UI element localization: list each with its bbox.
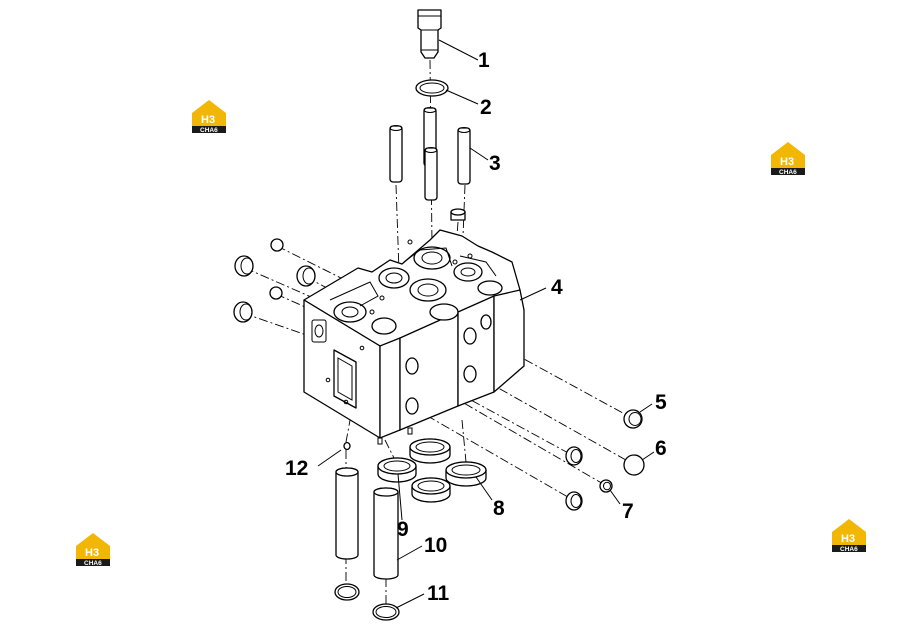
part-12-pin: [343, 441, 351, 451]
top-plug: [450, 208, 466, 221]
callout-1: 1: [478, 49, 490, 72]
logo-mark: H3: [201, 114, 215, 126]
part-7-small-ring: [599, 479, 613, 493]
part-9-seat-ring: [377, 457, 417, 483]
logo-text: CHA6: [200, 127, 218, 134]
part-8-seat-rings: [409, 438, 487, 503]
part-3-valve-guides: [389, 107, 471, 201]
callout-9: 9: [397, 518, 409, 541]
part-2-o-ring: [415, 79, 449, 97]
house-logo-icon: H3 CHA6: [832, 519, 866, 553]
part-1-sleeve: [417, 9, 442, 59]
side-plugs-right: [565, 446, 583, 511]
logo-text: CHA6: [779, 169, 797, 176]
logo-mark: H3: [841, 533, 855, 545]
callout-5: 5: [655, 391, 667, 414]
callout-12: 12: [285, 457, 308, 480]
logo-mark: H3: [780, 156, 794, 168]
logo-mark: H3: [85, 547, 99, 559]
left-side-plugs: [233, 238, 316, 323]
part-6-cap: [623, 454, 645, 476]
logo-text: CHA6: [84, 560, 102, 567]
part-4-cylinder-head: [303, 229, 525, 445]
part-5-plug: [623, 409, 643, 429]
callout-11: 11: [427, 582, 450, 605]
callout-8: 8: [493, 497, 505, 520]
house-logo-icon: H3 CHA6: [76, 533, 110, 567]
house-logo-icon: H3 CHA6: [192, 100, 226, 134]
callout-10: 10: [424, 534, 447, 557]
leader-lines: [317, 39, 655, 609]
part-10-tubes: [335, 467, 399, 580]
callout-labels: 1 2 3 4 5 6 7 8 9 10 11 12: [285, 49, 667, 605]
house-logo-icon: H3 CHA6: [771, 142, 805, 176]
part-11-o-rings: [334, 583, 400, 621]
callout-2: 2: [480, 96, 492, 119]
logo-text: CHA6: [840, 546, 858, 553]
callout-6: 6: [655, 437, 667, 460]
callout-4: 4: [551, 276, 563, 299]
callout-7: 7: [622, 500, 634, 523]
callout-3: 3: [489, 152, 501, 175]
